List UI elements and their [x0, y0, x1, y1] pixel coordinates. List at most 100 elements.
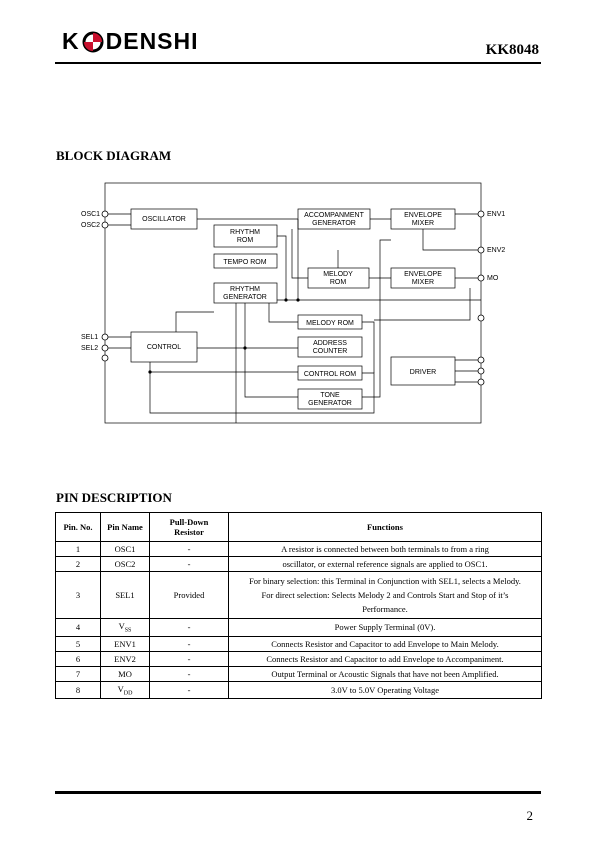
pin-name: VDD	[100, 680, 150, 700]
table-row: 5 ENV1 - Connects Resistor and Capacitor…	[55, 635, 542, 652]
pin-pulldown: -	[149, 635, 229, 652]
pin-extra-terminal	[101, 354, 109, 362]
page-number: 2	[526, 808, 534, 823]
rhythm-generator-label-1: RHYTHM	[230, 286, 260, 293]
pin-no: 6	[55, 650, 101, 667]
melody-rom-b-label: MELODY ROM	[306, 320, 354, 327]
pin-no: 1	[55, 541, 101, 557]
header-rule	[55, 62, 541, 64]
control-rom-label: CONTROL ROM	[304, 371, 356, 378]
junction-dot	[148, 370, 152, 374]
pin-name: VSS	[100, 618, 150, 637]
pin-no: 4	[55, 618, 101, 637]
brand-logo: K DENSHI	[62, 28, 199, 55]
pin-terminal	[477, 367, 485, 375]
envelope-mixer-1-label-1: ENVELOPE	[404, 212, 442, 219]
header-pulldown-line-1: Pull-Down	[169, 517, 209, 527]
pin-label-env1: ENV1	[487, 211, 505, 218]
pin-terminal	[477, 314, 485, 322]
pin-label-sel2: SEL2	[81, 345, 98, 352]
pin-name: ENV1	[100, 635, 150, 652]
brand-logo-denshi: DENSHI	[105, 28, 199, 54]
pin-name-sub: DD	[123, 690, 133, 697]
pin-pulldown: -	[149, 556, 229, 572]
junction-dot	[243, 346, 247, 350]
pin-terminal	[477, 378, 485, 386]
pin-pulldown: -	[149, 665, 229, 682]
pin-label-osc1: OSC1	[81, 211, 100, 218]
driver-label: DRIVER	[410, 369, 436, 376]
pin-function: 3.0V to 5.0V Operating Voltage	[228, 680, 542, 700]
pin-pulldown: -	[149, 650, 229, 667]
pin-function-line: Performance.	[362, 604, 408, 614]
melody-rom-label-2: ROM	[330, 279, 347, 286]
tone-generator-label-2: GENERATOR	[308, 400, 352, 407]
pin-description-table: Pin. No. Pin Name Pull-Down Resistor Fun…	[55, 512, 542, 700]
rhythm-generator-block	[213, 282, 278, 304]
pin-function-line: For binary selection: this Terminal in C…	[249, 576, 521, 586]
pin-no: 8	[55, 680, 101, 700]
table-row: 7 MO - Output Terminal or Acoustic Signa…	[55, 665, 542, 682]
pin-name: SEL1	[100, 571, 150, 619]
pin-function: A resistor is connected between both ter…	[228, 541, 542, 557]
header-pin-no: Pin. No.	[55, 512, 101, 542]
pin-env2-terminal	[477, 246, 485, 254]
pin-function: Power Supply Terminal (0V).	[228, 618, 542, 637]
pin-name-main: V	[117, 683, 124, 694]
junction-dot	[296, 298, 300, 302]
control-label: CONTROL	[147, 344, 181, 351]
pin-no: 2	[55, 556, 101, 572]
tempo-rom-block	[213, 253, 278, 269]
part-number: KK8048	[485, 42, 539, 58]
pin-name: OSC1	[100, 541, 150, 557]
table-row: 8 VDD - 3.0V to 5.0V Operating Voltage	[55, 680, 542, 700]
brand-mark-icon	[82, 31, 104, 53]
table-row: 1 OSC1 - A resistor is connected between…	[55, 541, 542, 557]
oscillator-label: OSCILLATOR	[142, 216, 186, 223]
melody-rom-label-1: MELODY	[323, 271, 353, 278]
pin-label-env2: ENV2	[487, 247, 505, 254]
accompaniment-generator-label-1: ACCOMPANMENT	[304, 212, 364, 219]
pin-label-osc2: OSC2	[81, 222, 100, 229]
pin-osc1-terminal	[101, 210, 109, 218]
pin-terminal	[477, 356, 485, 364]
junction-dot	[284, 298, 288, 302]
address-counter-label-1: ADDRESS	[313, 340, 347, 347]
pin-pulldown: Provided	[149, 571, 229, 619]
rhythm-rom-label-1: RHYTHM	[230, 229, 260, 236]
pin-env1-terminal	[477, 210, 485, 218]
address-counter-label-2: COUNTER	[313, 348, 348, 355]
pin-name-sub: SS	[124, 627, 132, 634]
tone-generator-block	[297, 388, 363, 410]
pin-label-mo: MO	[487, 275, 499, 282]
pin-no: 3	[55, 571, 101, 619]
control-block	[130, 331, 198, 363]
header-pulldown-line-2: Resistor	[174, 527, 204, 537]
table-row: 4 VSS - Power Supply Terminal (0V).	[55, 618, 542, 637]
pin-no: 7	[55, 665, 101, 682]
chip-outline	[104, 182, 482, 424]
brand-logo-k: K	[62, 28, 80, 54]
pin-label-sel1: SEL1	[81, 334, 98, 341]
table-row: 6 ENV2 - Connects Resistor and Capacitor…	[55, 650, 542, 667]
header-pulldown: Pull-Down Resistor	[149, 512, 229, 542]
pin-name: ENV2	[100, 650, 150, 667]
pin-function-line: For direct selection: Selects Melody 2 a…	[261, 590, 509, 600]
envelope-mixer-2-label-2: MIXER	[412, 279, 434, 286]
envelope-mixer-1-label-2: MIXER	[412, 220, 434, 227]
pin-pulldown: -	[149, 618, 229, 637]
address-counter-block	[297, 336, 363, 358]
table-row: 3 SEL1 Provided For binary selection: th…	[55, 571, 542, 619]
pin-name: OSC2	[100, 556, 150, 572]
rhythm-generator-label-2: GENERATOR	[223, 294, 267, 301]
pin-pulldown: -	[149, 541, 229, 557]
tempo-rom-label: TEMPO ROM	[223, 259, 266, 266]
tone-generator-label-1: TONE	[320, 392, 340, 399]
table-header-row: Pin. No. Pin Name Pull-Down Resistor Fun…	[55, 512, 542, 542]
pin-function: Output Terminal or Acoustic Signals that…	[228, 665, 542, 682]
block-diagram-title: BLOCK DIAGRAM	[56, 148, 172, 163]
pin-function: For binary selection: this Terminal in C…	[228, 571, 542, 619]
pin-name-main: V	[118, 621, 125, 631]
pin-function: Connects Resistor and Capacitor to add E…	[228, 635, 542, 652]
